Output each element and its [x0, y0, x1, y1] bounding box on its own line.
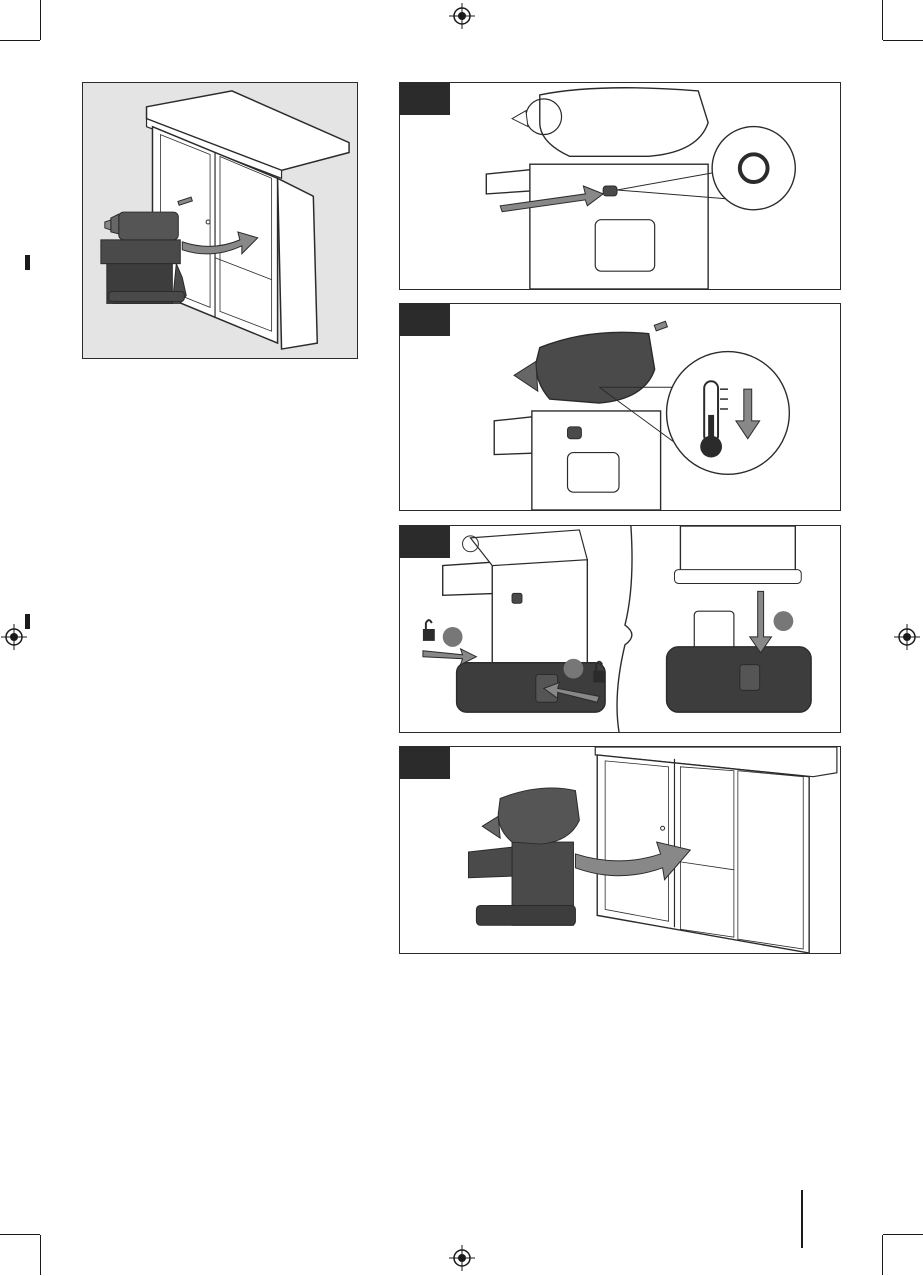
- unlock-icon: [423, 620, 435, 641]
- crop-mark-top-right-h: [883, 40, 923, 41]
- storage-cabinet-figure: [82, 82, 358, 359]
- callout-circle: [667, 352, 790, 475]
- step-store: [399, 746, 841, 954]
- registration-mark-icon: [449, 3, 475, 29]
- crop-mark-bottom-right-h: [883, 1234, 923, 1235]
- registration-mark-icon: [1, 624, 27, 650]
- step-switch-off: [399, 82, 841, 290]
- glue-gun-on-base: [468, 788, 579, 925]
- cool-down-illustration: [400, 304, 840, 510]
- crop-mark-bottom-right-v: [882, 1235, 883, 1275]
- crop-mark-top-right-v: [882, 0, 883, 40]
- store-illustration: [400, 747, 840, 953]
- crop-mark-top-left-h: [0, 40, 40, 41]
- step-cool-down: [399, 303, 841, 511]
- side-mark: [25, 614, 30, 629]
- step-remove-battery: [399, 525, 841, 733]
- side-mark: [25, 255, 30, 270]
- registration-mark-icon: [894, 624, 920, 650]
- step-marker-circle: [564, 659, 584, 679]
- crop-mark-bottom-left-h: [0, 1234, 40, 1235]
- step-marker-circle: [774, 611, 794, 631]
- registration-mark-icon: [449, 1245, 475, 1271]
- step-marker-circle: [443, 627, 463, 647]
- cabinet-illustration: [83, 83, 357, 358]
- callout-circle: [712, 127, 795, 210]
- crop-mark-top-left-v: [40, 0, 41, 40]
- remove-battery-illustration: [400, 526, 840, 732]
- crop-mark-bottom-left-v: [40, 1235, 41, 1275]
- arrow-down-icon: [750, 591, 772, 652]
- page-number-rule: [801, 1190, 803, 1248]
- switch-off-illustration: [400, 83, 840, 289]
